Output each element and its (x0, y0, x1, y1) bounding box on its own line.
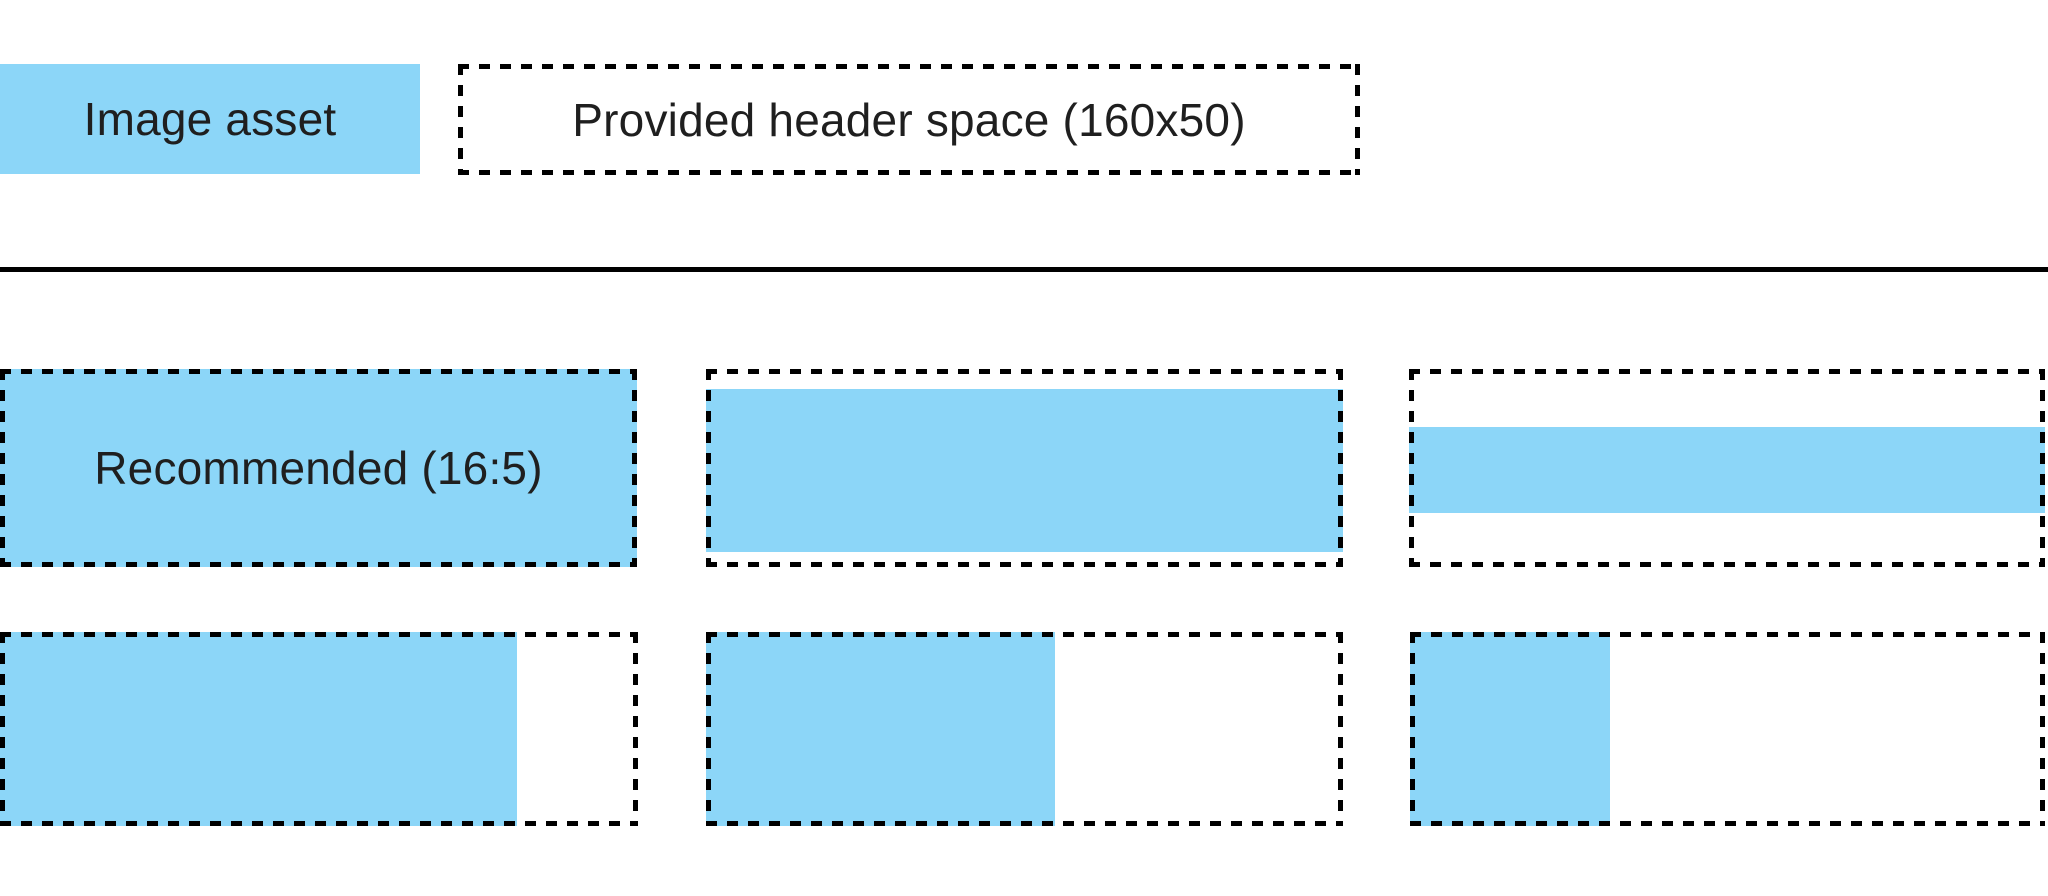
provided-header-space-label: Provided header space (160x50) (572, 93, 1246, 146)
image-fill (706, 388, 1343, 553)
example-box-much-wider-than-16-5 (1409, 369, 2045, 567)
image-fill (706, 632, 1056, 826)
section-divider (0, 267, 2048, 272)
image-fill (0, 632, 517, 826)
image-fill (1409, 427, 2045, 513)
example-box-taller-than-16-5 (0, 632, 638, 826)
image-fill (1410, 632, 1611, 826)
recommended-label: Recommended (16:5) (94, 442, 543, 494)
example-box-square-aspect (1410, 632, 2045, 826)
example-box-recommended-16-5: Recommended (16:5) (0, 369, 637, 567)
image-asset-legend-swatch: Image asset (0, 64, 420, 174)
example-box-wider-than-16-5 (706, 369, 1343, 567)
image-asset-legend-label: Image asset (83, 93, 337, 145)
example-box-much-taller-than-16-5 (706, 632, 1343, 826)
provided-header-space-box: Provided header space (160x50) (458, 64, 1360, 175)
